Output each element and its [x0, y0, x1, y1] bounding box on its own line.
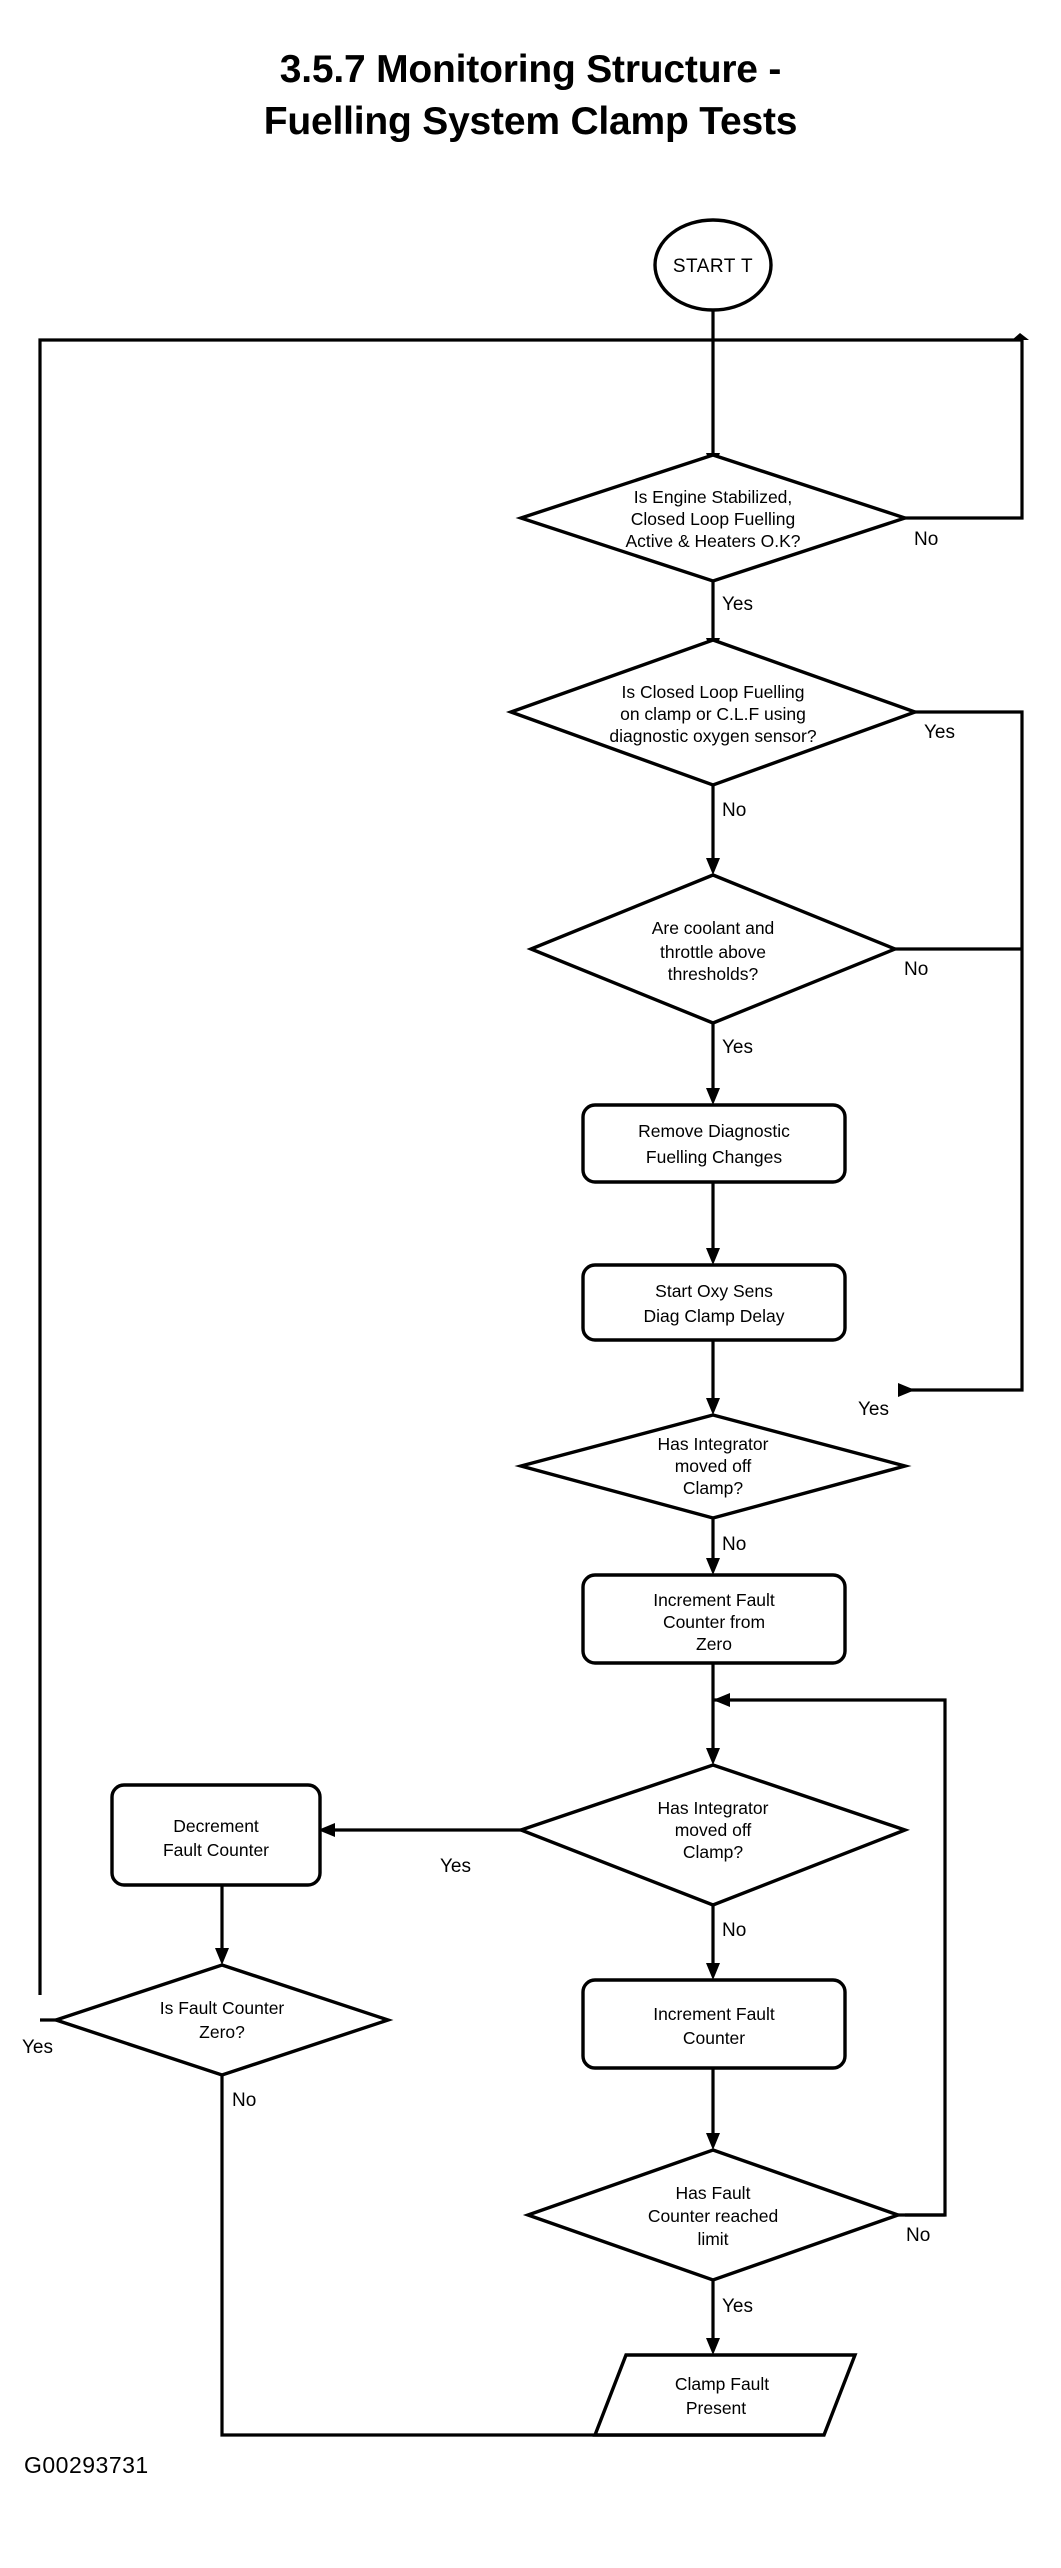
node-d7-line-1: Counter reached — [648, 2206, 778, 2226]
edge-label-d5-yes: Yes — [440, 1856, 471, 1877]
node-d5-line-2: Clamp? — [683, 1842, 744, 1862]
edge-label-d6-yes: Yes — [22, 2037, 53, 2058]
node-process-increment-from-zero[interactable]: Increment Fault Counter from Zero — [581, 1573, 847, 1665]
node-decision-integrator-moved-1[interactable]: Has Integrator moved off Clamp? — [514, 1413, 912, 1520]
node-p5-line-0: Increment Fault — [653, 2004, 775, 2024]
node-p1-line-0: Remove Diagnostic — [638, 1121, 790, 1141]
edge-label-d7-no: No — [906, 2225, 930, 2246]
node-d2-line-0: Is Closed Loop Fuelling — [622, 682, 805, 702]
node-d4-line-0: Has Integrator — [658, 1434, 769, 1454]
node-d1-line-2: Active & Heaters O.K? — [625, 531, 800, 551]
node-d2-line-1: on clamp or C.L.F using — [620, 704, 806, 724]
node-d3-line-2: thresholds? — [668, 964, 759, 984]
node-out1-line-1: Present — [686, 2398, 746, 2418]
edge-label-d7-yes: Yes — [722, 2296, 753, 2317]
node-d2-line-2: diagnostic oxygen sensor? — [609, 726, 816, 746]
node-decision-engine-stabilized[interactable]: Is Engine Stabilized, Closed Loop Fuelli… — [515, 453, 911, 583]
node-process-decrement-fault-counter[interactable]: Decrement Fault Counter — [110, 1783, 322, 1887]
node-process-start-oxy-sens[interactable]: Start Oxy Sens Diag Clamp Delay — [581, 1263, 847, 1342]
edge-label-d2-no: No — [722, 800, 746, 821]
edge-label-d6-no: No — [232, 2090, 256, 2111]
node-decision-fault-counter-zero[interactable]: Is Fault Counter Zero? — [50, 1963, 394, 2077]
node-decision-counter-reached-limit[interactable]: Has Fault Counter reached limit — [522, 2148, 904, 2282]
figure-id-label: G00293731 — [24, 2452, 149, 2478]
edge-label-d1-no: No — [914, 529, 938, 550]
node-decision-clf-clamp[interactable]: Is Closed Loop Fuelling on clamp or C.L.… — [505, 638, 921, 787]
node-p3-line-2: Zero — [696, 1634, 732, 1654]
edge-label-d3-no: No — [904, 959, 928, 980]
node-d1-line-1: Closed Loop Fuelling — [631, 509, 795, 529]
node-d5-line-1: moved off — [675, 1820, 752, 1840]
node-p5-line-1: Counter — [683, 2028, 745, 2048]
node-p2-line-1: Diag Clamp Delay — [643, 1306, 784, 1326]
page-title-line-1: 3.5.7 Monitoring Structure - — [279, 48, 782, 91]
node-out1-line-0: Clamp Fault — [675, 2374, 769, 2394]
node-p3-line-1: Counter from — [663, 1612, 765, 1632]
node-d7-line-0: Has Fault — [676, 2183, 751, 2203]
node-p3-line-0: Increment Fault — [653, 1590, 775, 1610]
edge-label-d5-no: No — [722, 1920, 746, 1941]
node-decision-integrator-moved-2[interactable]: Has Integrator moved off Clamp? — [516, 1763, 910, 1907]
node-p4-line-1: Fault Counter — [163, 1840, 269, 1860]
node-process-remove-diagnostic[interactable]: Remove Diagnostic Fuelling Changes — [581, 1103, 847, 1184]
node-d4-line-2: Clamp? — [683, 1478, 744, 1498]
node-d3-line-1: throttle above — [660, 942, 766, 962]
node-d3-line-0: Are coolant and — [652, 918, 775, 938]
node-process-increment-fault-counter[interactable]: Increment Fault Counter — [581, 1978, 847, 2070]
flowchart-connectors — [38, 310, 1029, 2437]
node-start[interactable]: START T — [653, 218, 773, 312]
node-p1-line-1: Fuelling Changes — [646, 1147, 782, 1167]
node-d1-line-0: Is Engine Stabilized, — [634, 487, 793, 507]
node-d7-line-2: limit — [697, 2229, 728, 2249]
node-output-clamp-fault-present[interactable]: Clamp Fault Present — [592, 2353, 858, 2437]
edge-label-d4-no: No — [722, 1534, 746, 1555]
page-title: 3.5.7 Monitoring Structure - Fuelling Sy… — [0, 44, 1061, 148]
node-decision-coolant-throttle[interactable]: Are coolant and throttle above threshold… — [526, 873, 900, 1025]
edge-label-d1-yes: Yes — [722, 594, 753, 615]
edge-label-d2-yes: Yes — [924, 722, 955, 743]
edge-label-d4-yes: Yes — [858, 1399, 889, 1420]
edge-label-d3-yes: Yes — [722, 1037, 753, 1058]
node-p2-line-0: Start Oxy Sens — [655, 1281, 773, 1301]
node-d4-line-1: moved off — [675, 1456, 752, 1476]
node-d5-line-0: Has Integrator — [658, 1798, 769, 1818]
node-p4-line-0: Decrement — [173, 1816, 259, 1836]
node-d6-line-1: Zero? — [199, 2022, 245, 2042]
node-start-line-0: START T — [673, 256, 753, 277]
page-title-line-2: Fuelling System Clamp Tests — [263, 100, 798, 143]
node-d6-line-0: Is Fault Counter — [160, 1998, 285, 2018]
